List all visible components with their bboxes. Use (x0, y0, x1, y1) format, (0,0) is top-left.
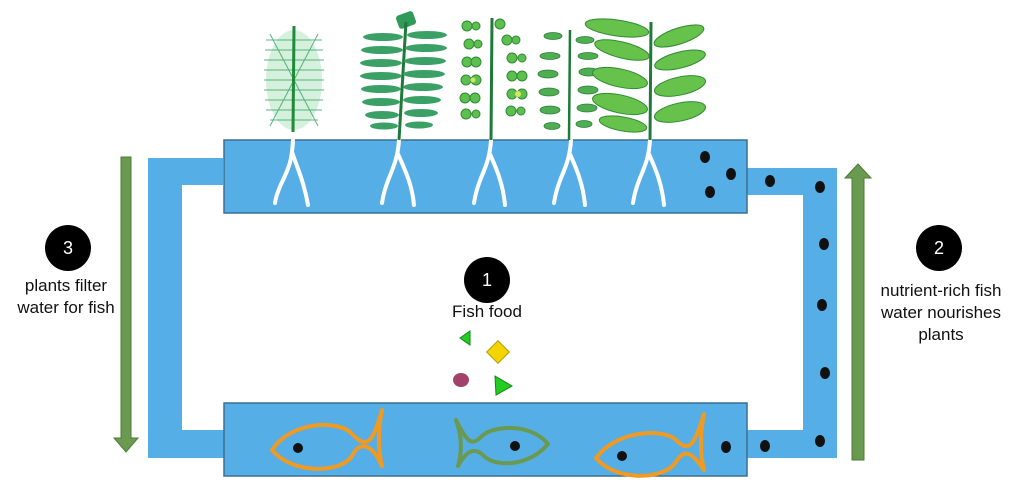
fish-tank (223, 402, 748, 477)
fish-eye (510, 441, 520, 451)
plant-icon (264, 25, 324, 133)
fish-icon (454, 418, 550, 468)
step-1-badge: 1 (464, 257, 510, 303)
fish-icon (594, 412, 706, 478)
plant-icon (584, 18, 707, 141)
fish-eye (293, 443, 303, 453)
plant-icon (360, 11, 447, 141)
fish-food-icon (494, 375, 514, 396)
step-3-label: plants filter water for fish (17, 276, 115, 317)
plant-roots (273, 138, 666, 207)
step-1-label: Fish food (452, 302, 522, 321)
fish-food-icon (459, 330, 471, 346)
right-pipe (746, 168, 837, 458)
step-2-label: nutrient-rich fish water nourishes plant… (880, 281, 1002, 344)
left-pipe (148, 158, 226, 458)
step-2-badge: 2 (916, 225, 962, 271)
arrow-down-icon (112, 156, 140, 453)
step-3-badge: 3 (45, 225, 91, 271)
fish-food-icon (453, 373, 469, 387)
arrow-up-icon (843, 163, 873, 461)
plant-icon (459, 17, 528, 141)
fish-food-icon (485, 339, 511, 365)
fish-icon (270, 408, 384, 471)
fish-eye (617, 451, 627, 461)
plant-icon (537, 29, 600, 141)
waste-particle-icon (700, 151, 830, 453)
